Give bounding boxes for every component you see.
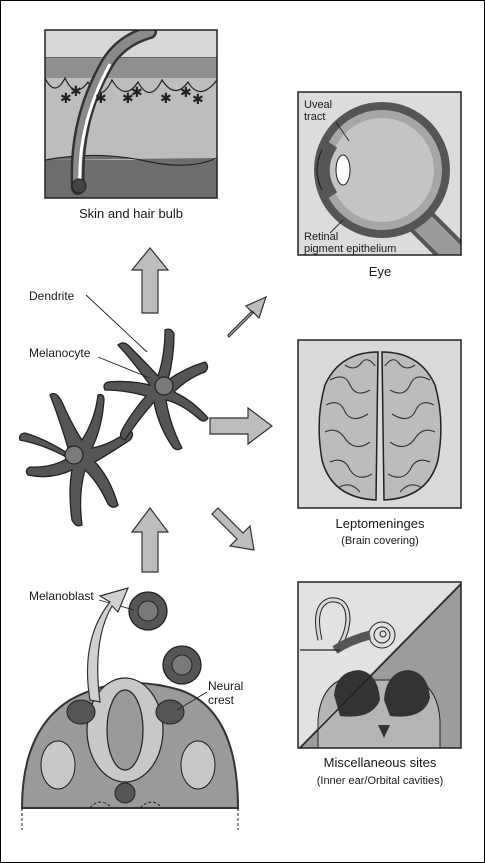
neural-crest-label-1: Neural	[208, 679, 243, 693]
misc-label: Miscellaneous sites	[324, 755, 437, 770]
svg-text:✱: ✱	[70, 84, 82, 100]
uveal-label-1: Uveal	[304, 99, 332, 111]
svg-text:✱: ✱	[160, 91, 172, 107]
leptomeninges-panel: Leptomeninges (Brain covering)	[298, 340, 461, 547]
arrow-to-eye	[228, 297, 266, 337]
melanocyte-nucleus-1	[65, 446, 83, 464]
leptomeninges-label: Leptomeninges	[336, 516, 425, 531]
retinal-label-2: pigment epithelium	[304, 243, 396, 255]
melanoblast-cells	[129, 592, 201, 684]
dendrite-label: Dendrite	[29, 289, 75, 303]
misc-sublabel: (Inner ear/Orbital cavities)	[317, 775, 444, 787]
svg-text:✱: ✱	[131, 85, 143, 101]
migration-arrows	[132, 248, 272, 572]
melanocyte-label: Melanocyte	[29, 346, 91, 360]
arrow-to-misc	[212, 508, 254, 550]
skin-label: Skin and hair bulb	[79, 206, 183, 221]
arrow-up-to-skin	[132, 248, 168, 313]
neural-crest-label-2: crest	[208, 693, 235, 707]
uveal-label-2: tract	[304, 111, 325, 123]
svg-text:✱: ✱	[95, 91, 107, 107]
arrow-up-from-melanoblast	[132, 508, 168, 572]
arrow-to-brain	[210, 408, 272, 444]
retinal-label-1: Retinal	[304, 231, 338, 243]
eye-label: Eye	[369, 264, 391, 279]
melanocyte-nucleus-2	[155, 377, 173, 395]
svg-text:✱: ✱	[180, 85, 192, 101]
skin-hair-bulb-panel: ✱✱ ✱✱✱ ✱✱✱ Skin and hair bulb	[45, 30, 217, 221]
svg-text:✱: ✱	[192, 92, 204, 108]
eye-panel: Uveal tract Retinal pigment epithelium E…	[298, 92, 470, 279]
misc-sites-panel: Miscellaneous sites (Inner ear/Orbital c…	[298, 582, 461, 787]
melanoblast-label: Melanoblast	[29, 589, 94, 603]
neural-tube-section	[22, 678, 238, 830]
leptomeninges-sublabel: (Brain covering)	[341, 535, 419, 547]
